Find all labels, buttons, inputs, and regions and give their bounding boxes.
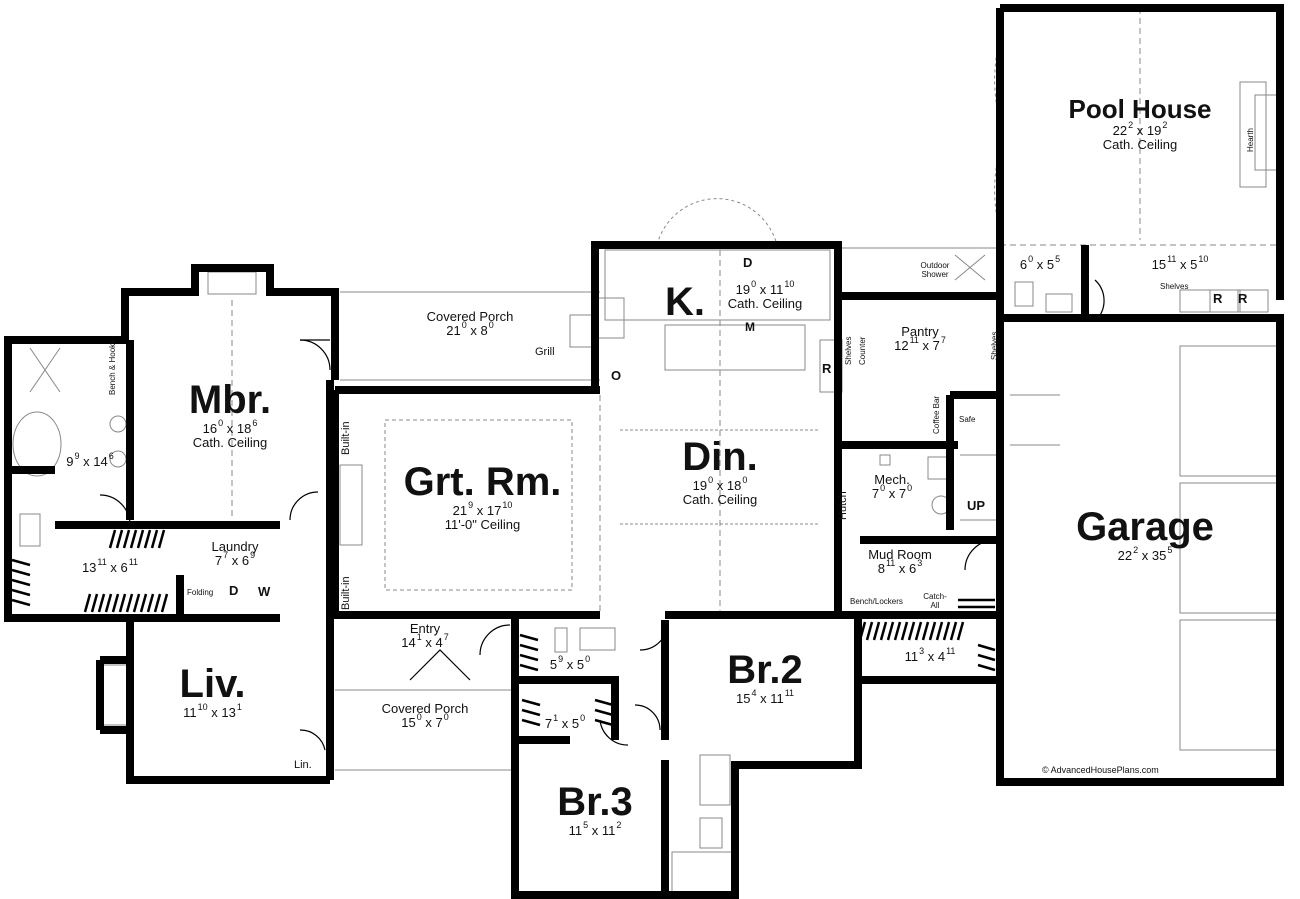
label-linen: Lin.: [294, 759, 312, 771]
label-hutch: Hutch: [837, 491, 849, 520]
label-coffee-bar: Coffee Bar: [932, 395, 941, 434]
label-microwave: M: [745, 320, 755, 334]
room-pool-kitchenette: 1511 x 510: [1151, 254, 1209, 272]
label-bench-hooks: Bench & Hooks: [108, 339, 117, 395]
label-hearth: Hearth: [1246, 127, 1255, 152]
label-built-in-2: Built-in: [340, 576, 352, 610]
label-counter: Counter: [858, 336, 867, 365]
label-shelves-2: Shelves: [990, 331, 999, 360]
label-up: UP: [967, 498, 986, 513]
label-fridge: R: [822, 361, 832, 376]
label-catch-all: Catch-All: [923, 592, 947, 610]
label-dishwasher: D: [743, 255, 753, 270]
room-br3: Br.3 115 x 112: [557, 780, 633, 838]
room-mech: Mech. 70 x 70: [871, 472, 913, 502]
closet-hatch: [11, 529, 996, 727]
label-outdoor-shower: Outdoor Shower: [920, 261, 950, 279]
room-dining: Din. 190 x 180 Cath. Ceiling: [682, 435, 758, 508]
label-folding: Folding: [187, 588, 214, 597]
room-liv: Liv. 1110 x 131: [179, 662, 246, 720]
room-mbr: Mbr. 160 x 186 Cath. Ceiling: [188, 378, 272, 451]
label-dryer: D: [229, 583, 239, 598]
label-ph-fridge-1: R: [1213, 291, 1223, 306]
room-pantry: Pantry 1211 x 77: [894, 324, 946, 354]
room-garage: Garage 222 x 355: [1076, 505, 1214, 563]
room-br2-closet: 113 x 411: [904, 646, 956, 664]
room-br3-closet: 71 x 50: [544, 713, 586, 731]
label-oven: O: [611, 368, 622, 383]
room-laundry: Laundry 77 x 69: [211, 539, 259, 569]
label-shelves-3: Shelves: [1160, 282, 1189, 291]
room-mud-room: Mud Room 811 x 63: [868, 547, 932, 577]
walls: [4, 4, 1284, 899]
room-covered-porch-1: Covered Porch 210 x 80: [426, 309, 514, 339]
label-washer: W: [258, 584, 271, 599]
label-safe: Safe: [959, 415, 976, 424]
room-mbath: 99 x 146: [66, 451, 114, 469]
room-kitchen: K.: [665, 280, 705, 324]
room-wic: 1311 x 611: [81, 557, 139, 575]
doors: [99, 279, 1105, 751]
label-built-in-1: Built-in: [340, 421, 352, 455]
label-bench-lockers: Bench/Lockers: [850, 597, 903, 606]
room-pool-bath: 60 x 55: [1019, 254, 1061, 272]
room-pool-house: Pool House 222 x 192 Cath. Ceiling: [1068, 94, 1212, 152]
room-hall-bath: 59 x 50: [549, 654, 591, 672]
label-ph-fridge-2: R: [1238, 291, 1248, 306]
room-grt-rm: Grt. Rm. 219 x 1710 11'-0" Ceiling: [403, 460, 562, 533]
room-entry: Entry 141 x 47: [401, 621, 449, 651]
label-shelves-1: Shelves: [844, 336, 853, 365]
room-br2: Br.2 154 x 1111: [727, 648, 803, 706]
room-kitchen-dims: 190 x 1110 Cath. Ceiling: [727, 279, 803, 312]
copyright-text: © AdvancedHousePlans.com: [1042, 765, 1159, 775]
room-covered-porch-2: Covered Porch 150 x 70: [381, 701, 469, 731]
label-grill: Grill: [535, 346, 555, 358]
